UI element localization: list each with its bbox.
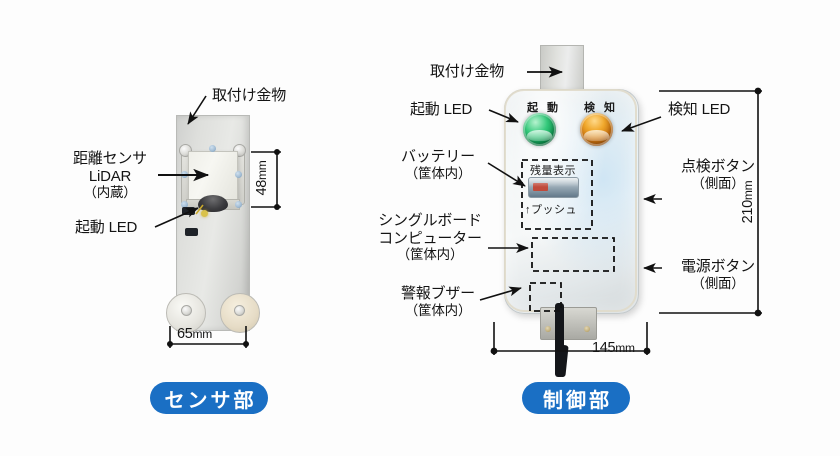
control-label-buzzer: 警報ブザー （筐体内） xyxy=(388,285,488,319)
sensor-screw-mid-right xyxy=(235,171,242,178)
control-startup-led xyxy=(523,113,556,146)
control-battery-gauge xyxy=(528,177,579,198)
sensor-height-unit: mm xyxy=(255,160,269,180)
sensor-screw-lower-right xyxy=(235,201,242,208)
control-startup-led-glare xyxy=(526,129,553,141)
control-battery-title: 残量表示 xyxy=(530,165,576,177)
control-label-buzzer-line1: 警報ブザー xyxy=(400,285,475,302)
control-width-dim-dot-right xyxy=(643,347,651,355)
sensor-screw-upper-mid xyxy=(209,145,216,152)
sensor-cable-clip-lower xyxy=(185,228,198,236)
control-mounting-bracket xyxy=(540,45,584,95)
sensor-unit-photo xyxy=(166,115,260,333)
control-height-value: 210 xyxy=(740,200,756,224)
control-height-dim-dot-bottom xyxy=(754,309,762,317)
control-height-dimension-text: 210mm xyxy=(740,171,756,233)
sensor-lidar-lens xyxy=(198,195,228,212)
control-label-inspection-button-line2: （側面） xyxy=(691,175,745,191)
sensor-screw-lower-left xyxy=(181,201,188,208)
sensor-width-dimension-text: 65mm xyxy=(177,326,212,342)
sensor-screw-mid-left xyxy=(181,171,188,178)
control-startup-led-rim xyxy=(523,113,556,146)
control-height-unit: mm xyxy=(741,180,755,201)
control-label-detect-led: 検知 LED xyxy=(668,101,731,118)
control-detect-led-glare xyxy=(583,129,610,141)
control-battery-gauge-shine xyxy=(529,178,578,187)
sensor-width-dim-dot-right xyxy=(243,341,249,347)
control-power-cable xyxy=(555,303,564,377)
control-width-dimension-text: 145mm xyxy=(592,340,635,356)
sensor-label-distance-sensor: 距離センサ LiDAR （内蔵） xyxy=(62,150,158,201)
sensor-foot-bolt-right xyxy=(234,305,245,316)
control-label-sbc: シングルボード コンピューター （筐体内） xyxy=(370,212,490,263)
sensor-label-distance-sensor-line2: LiDAR xyxy=(88,167,132,185)
control-unit-badge: 制御部 xyxy=(522,382,630,414)
control-label-inspection-button: 点検ボタン （側面） xyxy=(668,158,768,192)
control-label-sbc-line1: シングルボード xyxy=(378,212,482,229)
sensor-label-distance-sensor-line1: 距離センサ xyxy=(72,150,147,167)
sensor-label-mounting-bracket: 取付け金物 xyxy=(212,87,287,104)
control-label-power-button-line2: （側面） xyxy=(691,275,745,291)
sensor-label-startup-led: 起動 LED xyxy=(75,219,138,236)
control-label-battery-line2: （筐体内） xyxy=(404,165,472,181)
sensor-label-distance-sensor-line3: （内蔵） xyxy=(83,185,137,201)
control-label-sbc-line3: （筐体内） xyxy=(396,247,464,263)
control-battery-push-hint: ↑プッシュ xyxy=(525,204,577,216)
control-height-dim-dot-top xyxy=(754,87,762,95)
control-detect-led-caption: 検 知 xyxy=(584,102,619,114)
control-label-power-button: 電源ボタン （側面） xyxy=(668,258,768,292)
control-detect-led xyxy=(580,113,613,146)
sensor-width-unit: mm xyxy=(192,327,213,341)
sensor-lidar-enclosure xyxy=(188,151,238,201)
control-label-mounting-bracket: 取付け金物 xyxy=(430,63,505,80)
control-label-power-button-line1: 電源ボタン xyxy=(680,258,755,275)
control-label-inspection-button-line1: 点検ボタン xyxy=(680,158,755,175)
control-startup-led-caption: 起 動 xyxy=(527,102,562,114)
sensor-height-dimension-text: 48mm xyxy=(254,152,270,204)
sensor-foot-bolt-left xyxy=(181,305,192,316)
control-connector-screw-right xyxy=(584,326,590,332)
control-label-battery: バッテリー （筐体内） xyxy=(388,148,488,182)
control-cable-connector xyxy=(540,307,597,340)
control-label-startup-led: 起動 LED xyxy=(410,101,473,118)
sensor-startup-led xyxy=(201,210,208,217)
sensor-width-value: 65 xyxy=(177,326,193,342)
sensor-width-dim-dot-left xyxy=(167,341,173,347)
control-detect-led-rim xyxy=(580,113,613,146)
sensor-height-dim-dot-top xyxy=(274,149,280,155)
sensor-height-value: 48 xyxy=(254,179,270,196)
sensor-height-dim-dot-bottom xyxy=(274,204,280,210)
control-width-unit: mm xyxy=(615,341,635,355)
control-connector-screw-left xyxy=(545,326,551,332)
sensor-cable-clip-upper xyxy=(182,207,195,215)
control-label-sbc-line2: コンピューター xyxy=(378,229,482,247)
control-width-dim-dot-left xyxy=(490,347,498,355)
control-label-battery-line1: バッテリー xyxy=(400,148,475,165)
control-unit-photo: 起 動 検 知 残量表示 ↑プッシュ xyxy=(497,45,643,378)
control-width-value: 145 xyxy=(592,340,616,356)
control-label-buzzer-line2: （筐体内） xyxy=(404,302,472,318)
sensor-unit-badge: センサ部 xyxy=(150,382,268,414)
